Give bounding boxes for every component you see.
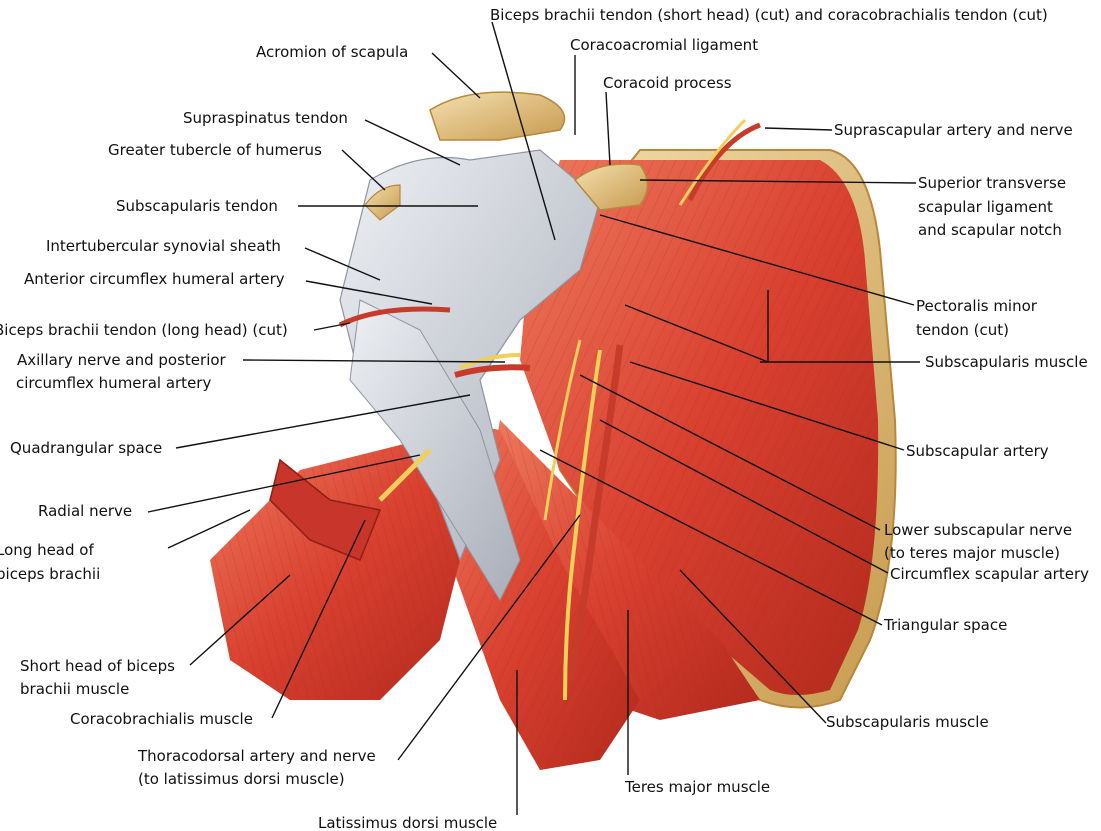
leader-lines [147, 21, 920, 815]
label-thoracodorsal-2: (to latissimus dorsi muscle) [138, 770, 345, 788]
label-short-head-biceps-2: brachii muscle [20, 680, 130, 698]
label-supraspinatus-tendon: Supraspinatus tendon [183, 109, 348, 127]
label-biceps-long-head-tendon: Biceps brachii tendon (long head) (cut) [0, 321, 288, 339]
lower-subscapular-nerve [543, 339, 582, 521]
label-pectoralis-minor-1: Pectoralis minor [916, 297, 1037, 315]
axillary-nerve [459, 353, 521, 370]
thoracodorsal-nerve [563, 349, 602, 701]
label-radial-nerve: Radial nerve [38, 502, 133, 520]
humerus-shaft [349, 299, 521, 602]
label-greater-tubercle: Greater tubercle of humerus [108, 141, 322, 159]
label-latissimus-dorsi: Latissimus dorsi muscle [318, 814, 498, 831]
label-pectoralis-minor-2: tendon (cut) [916, 321, 1009, 339]
label-quadrangular-space: Quadrangular space [10, 439, 163, 457]
coracoid-shape [573, 163, 649, 211]
label-superior-transverse-3: and scapular notch [918, 221, 1062, 239]
label-axillary-nerve-2: circumflex humeral artery [16, 374, 212, 392]
label-coracoid-process: Coracoid process [603, 74, 732, 92]
label-biceps-short-head-tendon: Biceps brachii tendon (short head) (cut)… [490, 6, 1048, 24]
label-thoracodorsal-1: Thoracodorsal artery and nerve [138, 747, 376, 765]
label-coracoacromial-ligament: Coracoacromial ligament [570, 36, 759, 54]
label-subscapularis-muscle-bottom: Subscapularis muscle [826, 713, 989, 731]
label-suprascapular-artery-nerve: Suprascapular artery and nerve [834, 121, 1073, 139]
suprascapular-artery [687, 122, 761, 202]
biceps-cut-end [269, 458, 382, 561]
label-superior-transverse-1: Superior transverse [918, 174, 1067, 192]
label-teres-major: Teres major muscle [625, 778, 771, 796]
label-superior-transverse-2: scapular ligament [918, 198, 1053, 216]
label-long-head-biceps-2: biceps brachii [0, 565, 101, 583]
label-subscapularis-tendon: Subscapularis tendon [116, 197, 278, 215]
label-triangular-space: Triangular space [884, 616, 1008, 634]
label-circumflex-scapular: Circumflex scapular artery [890, 565, 1089, 583]
posterior-circumflex-artery [454, 364, 531, 378]
label-subscapular-artery: Subscapular artery [906, 442, 1049, 460]
label-short-head-biceps-1: Short head of biceps [20, 657, 175, 675]
label-lower-subscapular-1: Lower subscapular nerve [884, 521, 1073, 539]
greater-tubercle-shape [364, 184, 401, 221]
radial-nerve [378, 448, 432, 502]
acromion-shape [429, 91, 566, 141]
circumflex-humeral-artery [338, 306, 451, 328]
label-anterior-circumflex: Anterior circumflex humeral artery [24, 270, 285, 288]
label-acromion: Acromion of scapula [256, 43, 409, 61]
label-coracobrachialis-muscle: Coracobrachialis muscle [70, 710, 253, 728]
label-axillary-nerve-1: Axillary nerve and posterior [17, 351, 226, 369]
label-intertubercular-sheath: Intertubercular synovial sheath [46, 237, 281, 255]
label-lower-subscapular-2: (to teres major muscle) [884, 544, 1060, 562]
label-subscapularis-muscle-right: Subscapularis muscle [925, 353, 1088, 371]
label-long-head-biceps-1: Long head of [0, 541, 94, 559]
suprascapular-nerve [678, 118, 747, 206]
